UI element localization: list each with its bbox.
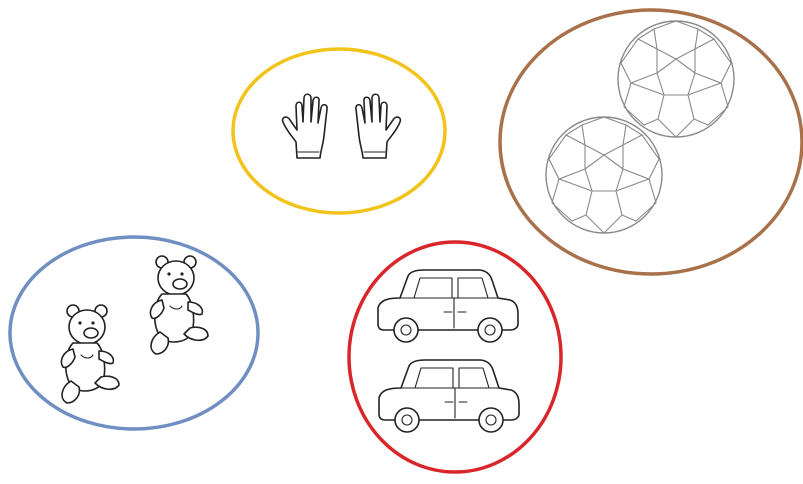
group-ring-hands bbox=[233, 49, 445, 213]
group-teddy-bears bbox=[10, 237, 258, 429]
group-cars bbox=[349, 242, 561, 472]
car-icon bbox=[379, 360, 519, 432]
teddy-bear-icon bbox=[150, 256, 208, 354]
soccer-ball-icon bbox=[546, 117, 662, 233]
hand-icon bbox=[356, 94, 401, 158]
car-icon bbox=[378, 270, 518, 342]
teddy-bear-icon bbox=[61, 305, 119, 403]
group-hands bbox=[233, 49, 445, 213]
group-ring-teddy-bears bbox=[10, 237, 258, 429]
hand-icon bbox=[283, 94, 328, 158]
soccer-ball-icon bbox=[618, 21, 734, 137]
group-balls bbox=[500, 10, 802, 274]
